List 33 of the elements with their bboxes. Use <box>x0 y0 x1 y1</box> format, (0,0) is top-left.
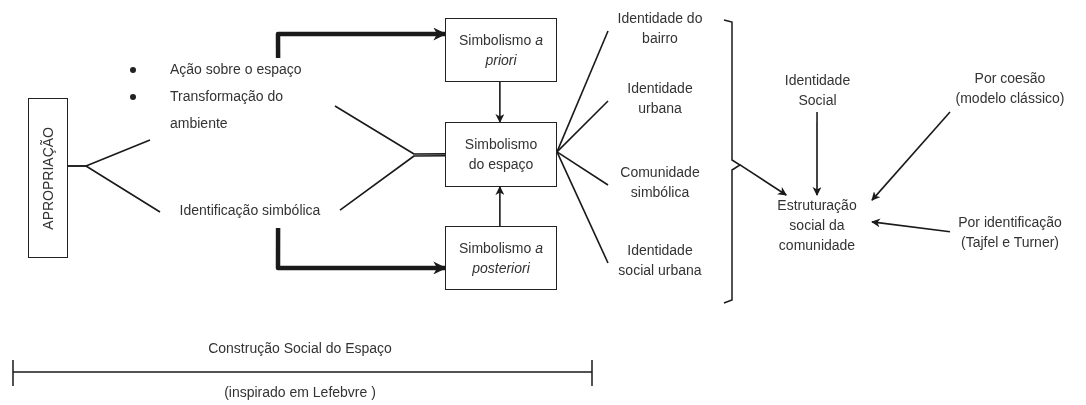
caption-text: Construção Social do Espaço <box>208 340 392 356</box>
list-item-text: Transformação do ambiente <box>170 87 285 133</box>
text-label: Identidade do bairro <box>608 8 712 54</box>
connector-line <box>334 105 446 155</box>
text-label: Por identificação (Tajfel e Turner) <box>950 212 1070 256</box>
text-label: Por coesão (modelo clássico) <box>950 68 1070 112</box>
connector-line <box>556 30 609 153</box>
arrow <box>495 81 505 123</box>
arrow <box>812 111 822 196</box>
arrow <box>275 228 447 275</box>
connector-line <box>556 151 609 264</box>
connector-line <box>67 165 161 213</box>
concept-box: Simbolismo do espaço <box>445 122 557 187</box>
arrow <box>739 164 787 196</box>
text-label: Comunidade simbólica <box>608 162 712 208</box>
box-title: APROPRIAÇÃO <box>39 126 57 230</box>
text-label: Identidade urbana <box>608 78 712 124</box>
arrow <box>871 111 951 201</box>
concept-box: Simbolismo a posteriori <box>445 226 557 290</box>
arrow <box>871 218 951 233</box>
connector-line <box>339 155 446 211</box>
text-label: Estruturação social da comunidade <box>762 195 872 259</box>
arrow <box>495 186 505 227</box>
caption-text: (inspirado em Lefebvre ) <box>224 384 376 400</box>
connector-line <box>556 100 609 153</box>
concept-box <box>28 98 68 258</box>
text-label: Identificação simbólica <box>160 200 340 228</box>
text-label: Identidade Social <box>770 70 865 112</box>
text-label: Identidade social urbana <box>608 240 712 286</box>
arrow <box>275 27 447 58</box>
list-item-text: Ação sobre o espaço <box>170 60 303 79</box>
concept-box: Simbolismo a priori <box>445 18 557 82</box>
connector-line <box>556 151 609 186</box>
